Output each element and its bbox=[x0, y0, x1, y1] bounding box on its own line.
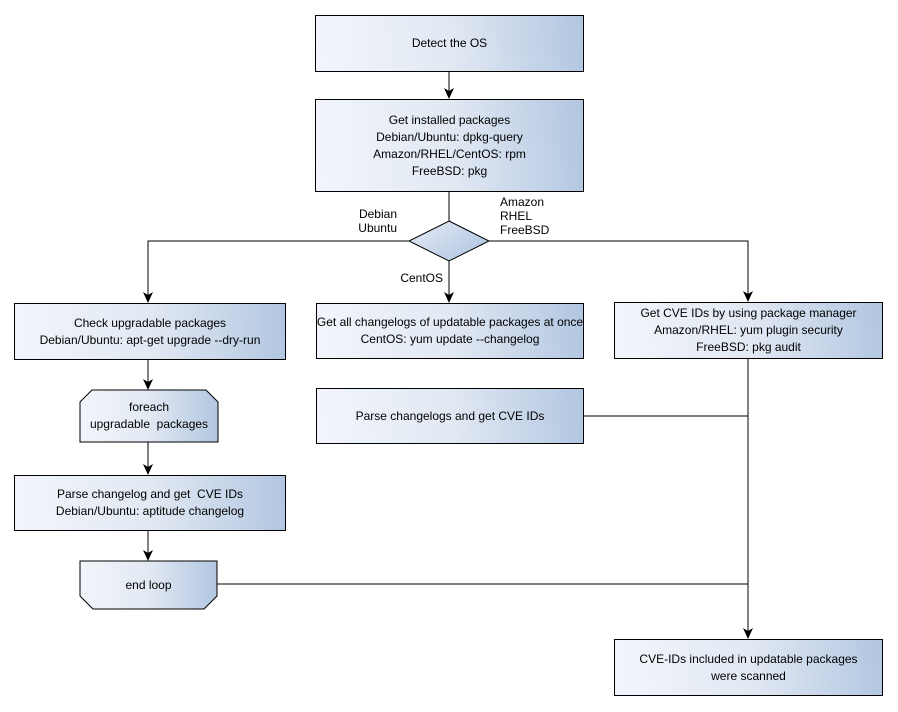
node-get-cve-ids-pkg-manager: Get CVE IDs by using package manager Ama… bbox=[614, 302, 883, 359]
node-get-all-changelogs-label: Get all changelogs of updatable packages… bbox=[316, 315, 584, 346]
node-get-cve-ids-pkg-manager-label: Get CVE IDs by using package manager Ama… bbox=[640, 306, 857, 354]
edge-label-amazon-rhel-freebsd: Amazon RHEL FreeBSD bbox=[500, 195, 550, 237]
edge-label-debian-ubuntu: Debian Ubuntu bbox=[358, 207, 397, 235]
node-check-upgradable: Check upgradable packages Debian/Ubuntu:… bbox=[14, 303, 286, 360]
node-check-upgradable-label: Check upgradable packages Debian/Ubuntu:… bbox=[39, 315, 261, 347]
node-end-loop-label: end loop bbox=[125, 577, 172, 592]
arrowhead-into-foreach bbox=[143, 379, 153, 390]
node-foreach-loop: foreach upgradable packages bbox=[80, 390, 218, 442]
node-detect-os: Detect the OS bbox=[315, 15, 584, 72]
node-result-scanned: CVE-IDs included in updatable packages w… bbox=[614, 639, 883, 696]
edge-label-centos: CentOS bbox=[400, 271, 443, 285]
node-result-scanned-label: CVE-IDs included in updatable packages w… bbox=[639, 651, 858, 683]
connector-decision-to-check-upgradable bbox=[147, 240, 409, 302]
foreach-loop-shape bbox=[79, 389, 219, 443]
connector-decision-to-get-cve bbox=[489, 240, 749, 301]
os-decision-diamond bbox=[407, 220, 491, 262]
node-detect-os-label: Detect the OS bbox=[411, 36, 488, 50]
node-parse-changelog-debian: Parse changelog and get CVE IDs Debian/U… bbox=[14, 475, 286, 531]
arrowhead-into-endloop bbox=[143, 550, 153, 561]
node-foreach-loop-label: foreach upgradable packages bbox=[89, 400, 209, 431]
arrowhead-into-check-upgradable bbox=[143, 292, 153, 303]
arrowhead-into-result bbox=[743, 628, 753, 639]
node-parse-changelogs: Parse changelogs and get CVE IDs bbox=[316, 388, 584, 444]
node-parse-changelog-debian-label: Parse changelog and get CVE IDs Debian/U… bbox=[55, 487, 245, 518]
node-parse-changelogs-label: Parse changelogs and get CVE IDs bbox=[355, 408, 545, 423]
node-get-installed-packages-label: Get installed packages Debian/Ubuntu: dp… bbox=[373, 112, 526, 178]
end-loop-shape bbox=[79, 560, 218, 610]
arrowhead-into-installed bbox=[444, 88, 454, 99]
arrowhead-into-parse-changelog bbox=[143, 464, 153, 475]
node-end-loop: end loop bbox=[80, 561, 217, 609]
arrowhead-into-get-cve bbox=[743, 291, 753, 302]
node-get-installed-packages: Get installed packages Debian/Ubuntu: dp… bbox=[315, 99, 584, 192]
arrowhead-into-get-changelogs bbox=[444, 292, 454, 303]
node-get-all-changelogs: Get all changelogs of updatable packages… bbox=[316, 303, 584, 359]
